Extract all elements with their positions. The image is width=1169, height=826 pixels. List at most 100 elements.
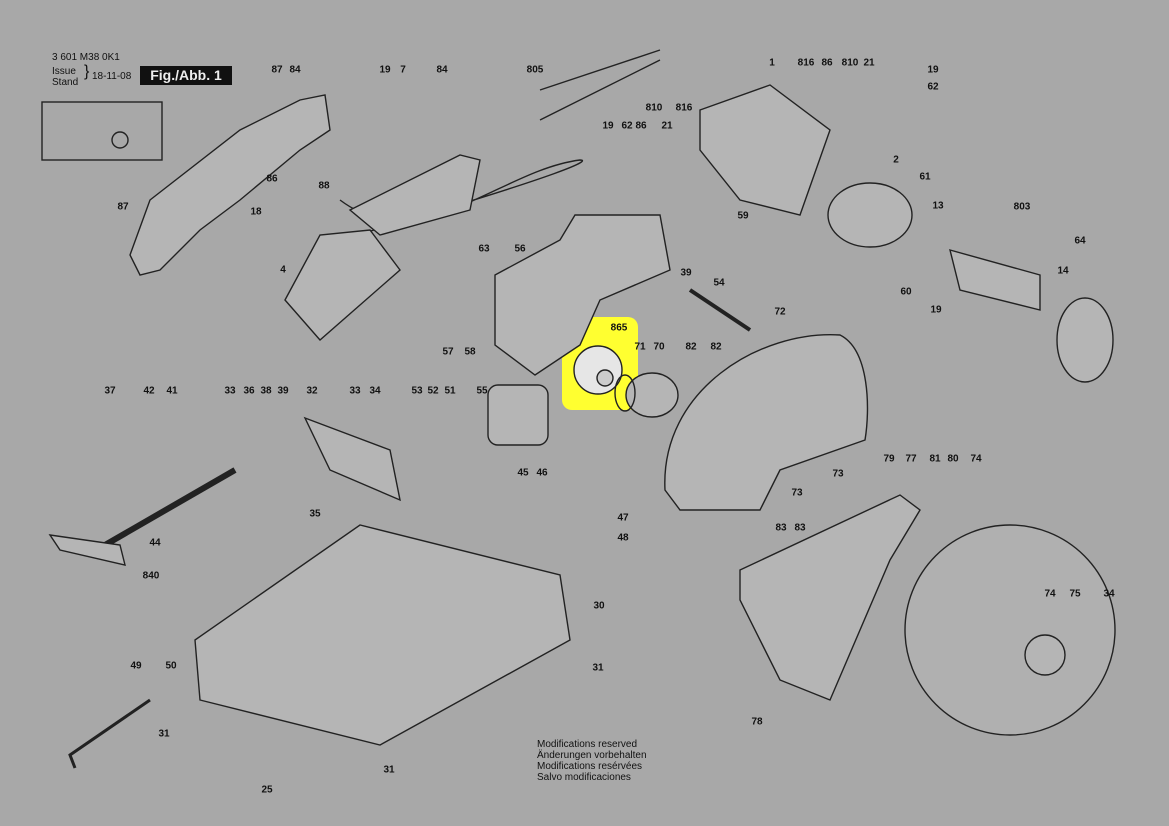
callout-50: 50 [165, 660, 177, 672]
note-line: Modifications reserved [537, 739, 638, 750]
modifications-note: Modifications reserved Änderungen vorbeh… [537, 739, 647, 783]
callout-74: 74 [970, 453, 982, 465]
callout-21: 21 [863, 57, 875, 69]
callout-84: 84 [289, 64, 301, 76]
fence-plate [303, 416, 401, 502]
issue-label: Issue [52, 66, 76, 77]
callout-803: 803 [1013, 201, 1031, 213]
shaft-54 [688, 288, 752, 332]
callout-31: 31 [592, 662, 604, 674]
callout-70: 70 [653, 341, 665, 353]
callout-64: 64 [1074, 235, 1086, 247]
callout-63: 63 [478, 243, 490, 255]
callout-87: 87 [117, 201, 129, 213]
flange-70 [625, 372, 679, 418]
callout-34: 34 [369, 385, 381, 397]
callout-19: 19 [927, 64, 939, 76]
callout-79: 79 [883, 453, 895, 465]
callout-61: 61 [919, 171, 931, 183]
callout-38: 38 [260, 385, 272, 397]
motor-symbol-icon [111, 131, 129, 149]
note-line: Änderungen vorbehalten [537, 750, 647, 761]
callout-75: 75 [1069, 588, 1081, 600]
callout-83: 83 [794, 522, 806, 534]
callout-57: 57 [442, 346, 454, 358]
callout-77: 77 [905, 453, 917, 465]
callout-60: 60 [900, 286, 912, 298]
blade-guard [664, 334, 869, 511]
callout-810: 810 [645, 102, 663, 114]
armature [949, 249, 1041, 311]
grip-handle [348, 154, 481, 236]
callout-84: 84 [436, 64, 448, 76]
callout-45: 45 [517, 467, 529, 479]
spring-55 [487, 384, 549, 446]
callout-2: 2 [893, 154, 899, 166]
callout-58: 58 [464, 346, 476, 358]
callout-840: 840 [142, 570, 160, 582]
lower-guard [739, 494, 921, 701]
callout-52: 52 [427, 385, 439, 397]
callout-73: 73 [791, 487, 803, 499]
cutting-blade [904, 524, 1116, 736]
callout-86: 86 [635, 120, 647, 132]
callout-19: 19 [379, 64, 391, 76]
callout-36: 36 [243, 385, 255, 397]
callout-62: 62 [621, 120, 633, 132]
callout-81: 81 [929, 453, 941, 465]
callout-86: 86 [266, 173, 278, 185]
callout-47: 47 [617, 512, 629, 524]
callout-82: 82 [710, 341, 722, 353]
issue-date: 18-11-08 [92, 71, 132, 82]
stator [827, 182, 913, 248]
brace: } [84, 63, 90, 80]
note-line: Modifications resérvées [537, 761, 643, 772]
callout-56: 56 [514, 243, 526, 255]
callout-816: 816 [797, 57, 815, 69]
callout-59: 59 [737, 210, 749, 222]
callout-39: 39 [680, 267, 692, 279]
bearing-inner [596, 369, 614, 387]
gear-housing [494, 214, 671, 376]
callout-83: 83 [775, 522, 787, 534]
callout-44: 44 [149, 537, 161, 549]
callout-55: 55 [476, 385, 488, 397]
callout-42: 42 [143, 385, 155, 397]
callout-4: 4 [280, 264, 286, 276]
handle-cover [284, 229, 401, 341]
callout-74: 74 [1044, 588, 1056, 600]
vise-handle [48, 534, 126, 566]
callout-72: 72 [774, 306, 786, 318]
callout-71: 71 [634, 341, 646, 353]
circuit-schematic [41, 101, 163, 161]
bearing-865 [573, 345, 623, 395]
callout-865: 865 [610, 322, 628, 334]
callout-88: 88 [318, 180, 330, 192]
callout-78: 78 [751, 716, 763, 728]
callout-82: 82 [685, 341, 697, 353]
note-line: Salvo modificaciones [537, 772, 631, 783]
seal-71 [614, 374, 636, 412]
figure-label: Fig./Abb. 1 [140, 66, 232, 85]
callout-87: 87 [271, 64, 283, 76]
callout-19: 19 [930, 304, 942, 316]
callout-46: 46 [536, 467, 548, 479]
callout-19: 19 [602, 120, 614, 132]
callout-48: 48 [617, 532, 629, 544]
handle-housing [129, 94, 331, 276]
callout-80: 80 [947, 453, 959, 465]
callout-39: 39 [277, 385, 289, 397]
callout-21: 21 [661, 120, 673, 132]
callout-810: 810 [841, 57, 859, 69]
fan-end-cap [1056, 297, 1114, 383]
cable-805 [539, 49, 661, 91]
base-plate [194, 524, 571, 746]
callout-34: 34 [1103, 588, 1115, 600]
callout-7: 7 [400, 64, 406, 76]
callout-33: 33 [224, 385, 236, 397]
callout-37: 37 [104, 385, 116, 397]
motor-housing [699, 84, 831, 216]
callout-54: 54 [713, 277, 725, 289]
callout-49: 49 [130, 660, 142, 672]
